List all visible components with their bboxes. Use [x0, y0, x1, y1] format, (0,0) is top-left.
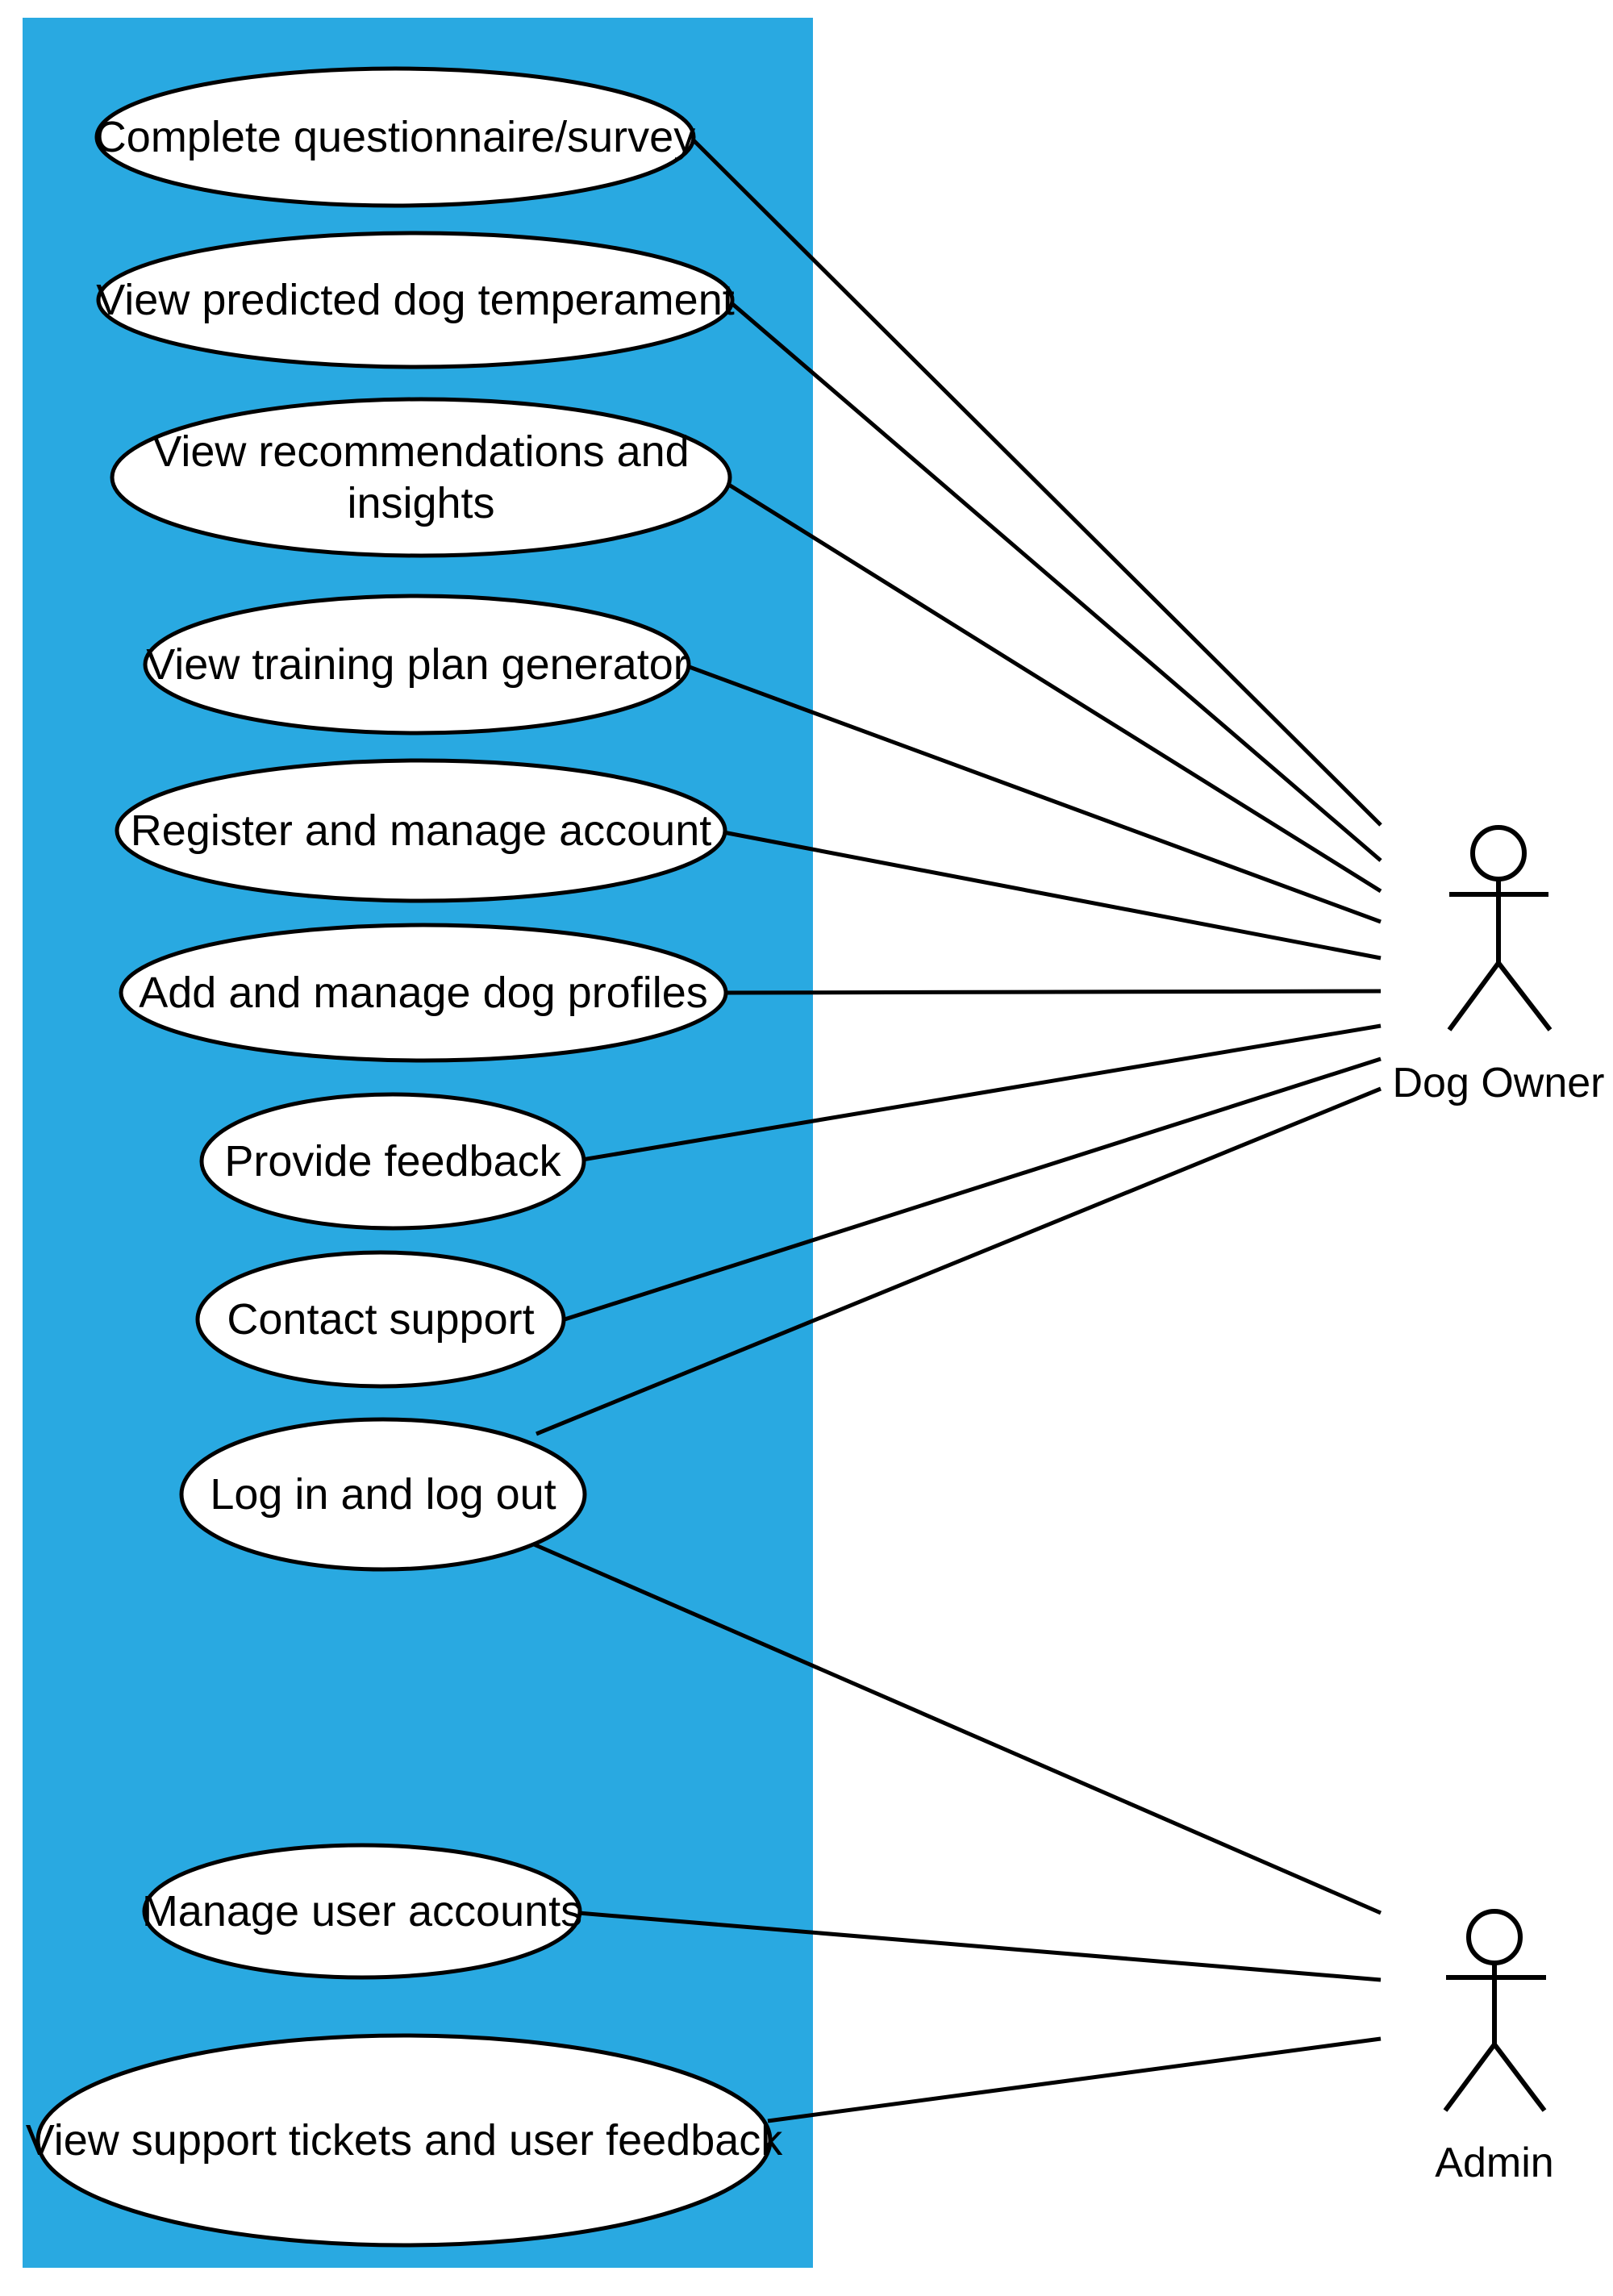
- actor-left-leg: [1447, 961, 1501, 1031]
- use-case-contact-support: Contact support: [195, 1250, 566, 1389]
- use-case-ellipse: [94, 66, 696, 208]
- use-case-provide-feedback: Provide feedback: [199, 1092, 586, 1231]
- use-case-label: Register and manage account: [131, 806, 711, 855]
- use-case-ellipse: [195, 1250, 566, 1389]
- use-case-label: View support tickets and user feedback: [26, 2116, 784, 2165]
- actor-right-leg: [1496, 961, 1553, 1031]
- actor-label: Dog Owner: [1393, 1060, 1605, 1106]
- association-view-support-tickets-and-user-feedback-admin: [767, 2036, 1382, 2123]
- association-provide-feedback-dog-owner: [581, 1023, 1382, 1162]
- actor-right-leg: [1492, 2043, 1547, 2112]
- association-log-in-and-log-out-dog-owner: [536, 1086, 1382, 1436]
- use-case-complete-questionnaire-survey: Complete questionnaire/survey: [94, 66, 696, 208]
- actor-admin: Admin: [1435, 1909, 1554, 2186]
- associations: [533, 137, 1382, 2123]
- use-case-view-support-tickets-and-user-feedback: View support tickets and user feedback: [26, 2033, 784, 2248]
- actor-dog-owner: Dog Owner: [1393, 825, 1605, 1106]
- use-case-label-line1: View recommendations and: [152, 427, 689, 476]
- use-case-ellipse: [35, 2033, 773, 2248]
- use-case-label: Add and manage dog profiles: [139, 969, 708, 1017]
- association-view-training-plan-generator-dog-owner: [686, 664, 1382, 924]
- association-view-recommendations-and-insights-dog-owner: [726, 481, 1382, 894]
- use-case-label-line2: insights: [347, 479, 494, 527]
- association-register-and-manage-account-dog-owner: [723, 830, 1382, 960]
- actor-head: [1470, 825, 1527, 881]
- use-case-view-predicted-dog-temperament: View predicted dog temperament: [96, 231, 735, 369]
- use-case-label: Manage user accounts: [142, 1887, 582, 1936]
- association-contact-support-dog-owner: [561, 1056, 1382, 1323]
- actor-label: Admin: [1435, 2140, 1553, 2186]
- use-case-label: View training plan generator: [146, 640, 687, 689]
- use-case-manage-user-accounts: Manage user accounts: [142, 1843, 582, 1980]
- use-case-view-training-plan-generator: View training plan generator: [143, 594, 691, 735]
- use-case-ellipse: [119, 923, 728, 1063]
- association-manage-user-accounts-admin: [577, 1911, 1382, 1982]
- use-case-log-in-and-log-out: Log in and log out: [179, 1417, 587, 1572]
- use-case-view-recommendations-and-insights: View recommendations and insights: [110, 397, 732, 558]
- use-case-add-and-manage-dog-profiles: Add and manage dog profiles: [119, 923, 728, 1063]
- use-case-ellipse: [96, 231, 735, 369]
- use-case-ellipse: [143, 594, 691, 735]
- use-case-ellipse: [199, 1092, 586, 1231]
- use-case-label: Log in and log out: [210, 1470, 556, 1519]
- use-case-ellipse: [110, 397, 732, 558]
- association-log-in-and-log-out-admin: [533, 1542, 1382, 1915]
- association-complete-questionnaire-survey-dog-owner: [690, 137, 1382, 827]
- use-case-label: Provide feedback: [224, 1137, 561, 1186]
- use-case-label: Contact support: [227, 1295, 534, 1344]
- use-case-label: View predicted dog temperament: [96, 276, 734, 324]
- use-case-ellipse: [115, 758, 727, 903]
- use-case-label: Complete questionnaire/survey: [95, 113, 695, 161]
- actor-left-leg: [1443, 2043, 1497, 2112]
- association-view-predicted-dog-temperament-dog-owner: [729, 301, 1382, 862]
- use-case-ellipse: [179, 1417, 587, 1572]
- use-case-ellipse: [142, 1843, 582, 1980]
- use-case-register-and-manage-account: Register and manage account: [115, 758, 727, 903]
- actor-head: [1466, 1909, 1523, 1965]
- association-add-and-manage-dog-profiles-dog-owner: [723, 989, 1382, 995]
